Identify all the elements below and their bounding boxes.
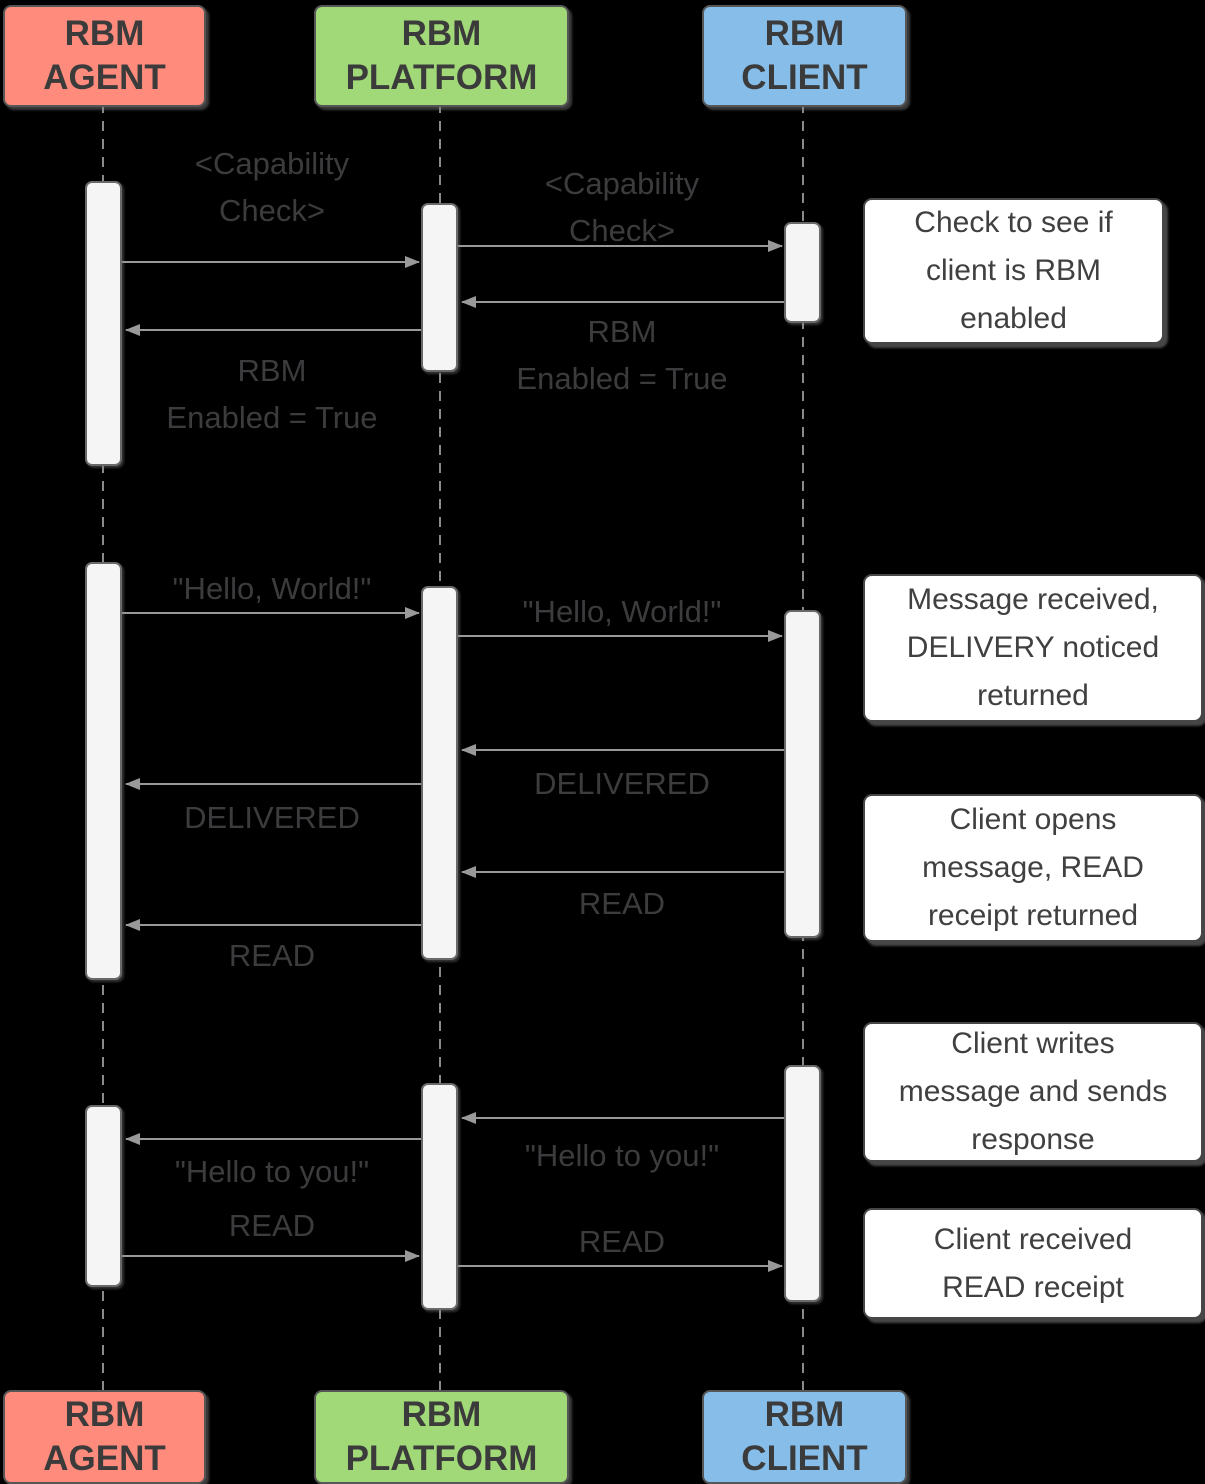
activation-bar-client-1 bbox=[784, 222, 821, 323]
activation-bar-platform-2 bbox=[421, 586, 458, 960]
note-client-writes-message: Client writes message and sends response bbox=[863, 1022, 1203, 1162]
actor-header-top-platform: RBM PLATFORM bbox=[314, 5, 569, 107]
note-capability-check: Check to see if client is RBM enabled bbox=[863, 198, 1164, 344]
message-label-read-1: READ bbox=[578, 886, 666, 921]
message-label-rbm-enabled-1: RBM Enabled = True bbox=[516, 314, 728, 396]
activation-bar-agent-1 bbox=[85, 181, 122, 466]
note-message-received: Message received, DELIVERY noticed retur… bbox=[863, 574, 1203, 722]
message-label-hello-world-1: "Hello, World!" bbox=[172, 571, 372, 606]
actor-header-bottom-agent: RBM AGENT bbox=[3, 1390, 206, 1484]
actor-header-top-client: RBM CLIENT bbox=[702, 5, 907, 107]
note-client-opens-message: Client opens message, READ receipt retur… bbox=[863, 794, 1203, 942]
message-label-capability-check-1: <Capability Check> bbox=[194, 146, 350, 228]
activation-bar-platform-3 bbox=[421, 1083, 458, 1310]
activation-bar-agent-2 bbox=[85, 562, 122, 980]
message-label-rbm-enabled-2: RBM Enabled = True bbox=[166, 353, 378, 435]
message-label-capability-check-2: <Capability Check> bbox=[544, 166, 700, 248]
message-label-read-4: READ bbox=[578, 1224, 666, 1259]
message-label-delivered-1: DELIVERED bbox=[534, 766, 710, 801]
message-label-hello-to-you-1: "Hello to you!" bbox=[524, 1138, 720, 1173]
actor-header-bottom-client: RBM CLIENT bbox=[702, 1390, 907, 1484]
activation-bar-client-2 bbox=[784, 610, 821, 938]
note-client-received-read: Client received READ receipt bbox=[863, 1208, 1203, 1319]
message-label-hello-world-2: "Hello, World!" bbox=[522, 594, 722, 629]
message-label-hello-to-you-2: "Hello to you!" bbox=[174, 1154, 370, 1189]
activation-bar-agent-3 bbox=[85, 1105, 122, 1287]
activation-bar-client-3 bbox=[784, 1065, 821, 1302]
activation-bar-platform-1 bbox=[421, 203, 458, 372]
message-label-read-2: READ bbox=[228, 938, 316, 973]
actor-header-bottom-platform: RBM PLATFORM bbox=[314, 1390, 569, 1484]
message-label-read-3: READ bbox=[228, 1208, 316, 1243]
actor-header-top-agent: RBM AGENT bbox=[3, 5, 206, 107]
message-label-delivered-2: DELIVERED bbox=[184, 800, 360, 835]
